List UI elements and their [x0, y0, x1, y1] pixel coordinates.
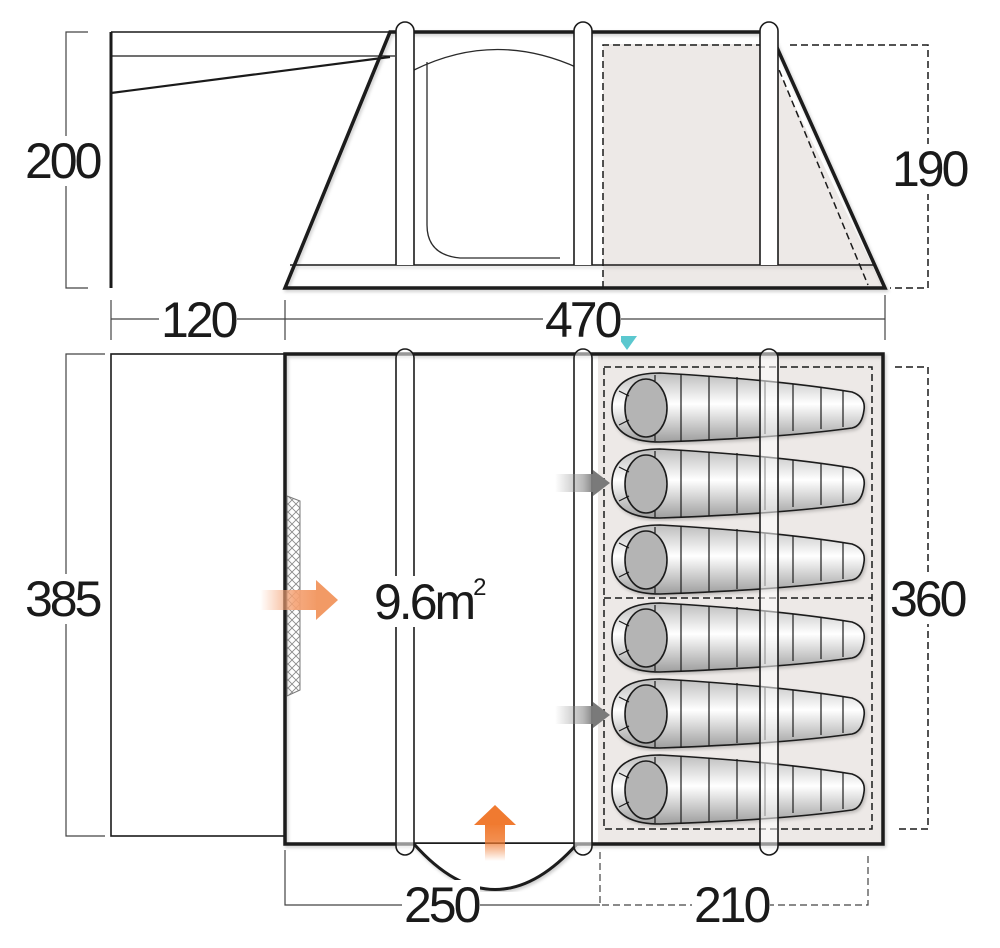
label-width-canopy: 120 [159, 292, 238, 348]
label-depth-total: 385 [23, 571, 102, 627]
canopy-floor [110, 353, 286, 837]
bedroom-fill-side [603, 44, 883, 288]
sleeping-bag-icon [611, 372, 866, 443]
sleeping-bags [611, 372, 866, 824]
bedroom-door-arrow-icon [555, 702, 610, 728]
living-area-value: 9.6m [374, 574, 476, 630]
dimension-line-width [110, 295, 886, 340]
label-width-bedroom: 210 [692, 877, 771, 933]
canopy-outline [109, 31, 400, 288]
front-marker-triangle-icon [617, 336, 637, 350]
bedroom-door-arrow-icon [555, 470, 610, 496]
plan-view [65, 348, 929, 906]
living-area-unit-sup: 2 [473, 574, 487, 601]
label-height-total: 200 [23, 133, 102, 189]
side-entry-arrow-icon [260, 580, 338, 620]
dimension-line-bottom [284, 850, 869, 906]
front-door-arc [412, 842, 579, 891]
label-height-bedroom: 190 [890, 141, 969, 197]
front-door-arrow-icon [474, 805, 516, 861]
air-beam-poles-side [395, 21, 779, 265]
label-width-tent: 470 [543, 292, 622, 348]
label-depth-bedroom: 360 [888, 571, 967, 627]
side-view [65, 21, 929, 350]
label-width-living: 250 [402, 877, 481, 933]
label-living-area: 9.6m2 [374, 576, 487, 627]
window-side [413, 48, 579, 259]
